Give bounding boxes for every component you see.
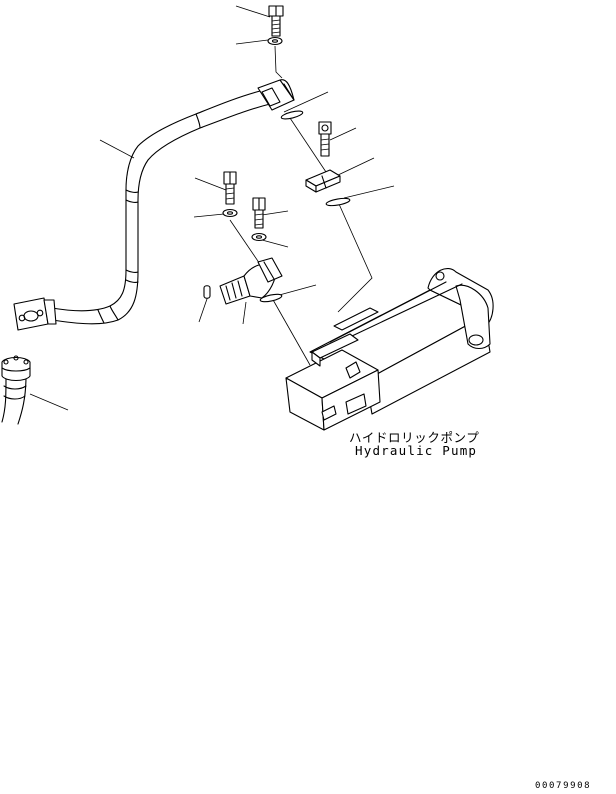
bolt-top (268, 5, 284, 37)
washer-middle-right (251, 232, 267, 242)
drawing-number: 00079908 (535, 781, 592, 791)
hose-flange-left (13, 297, 57, 331)
washer-middle-left (222, 208, 238, 218)
bolt-right (318, 121, 332, 157)
hose-fitting-upper (257, 79, 295, 111)
gasket-upper (280, 110, 304, 120)
pump-label-jp: ハイドロリックポンプ (349, 430, 480, 445)
bolt-middle-right (252, 197, 266, 229)
small-plug (203, 285, 211, 299)
pump-label-en: Hydraulic Pump (355, 443, 478, 458)
hose-main (51, 89, 271, 325)
washer-top (267, 36, 283, 46)
hydraulic-pump (285, 268, 494, 431)
gasket-middle (325, 197, 351, 207)
hose-stub-lower (1, 355, 31, 425)
elbow-fitting (219, 257, 283, 305)
split-flange (305, 169, 341, 193)
bolt-middle-left (223, 171, 237, 205)
gasket-lower (259, 293, 283, 303)
